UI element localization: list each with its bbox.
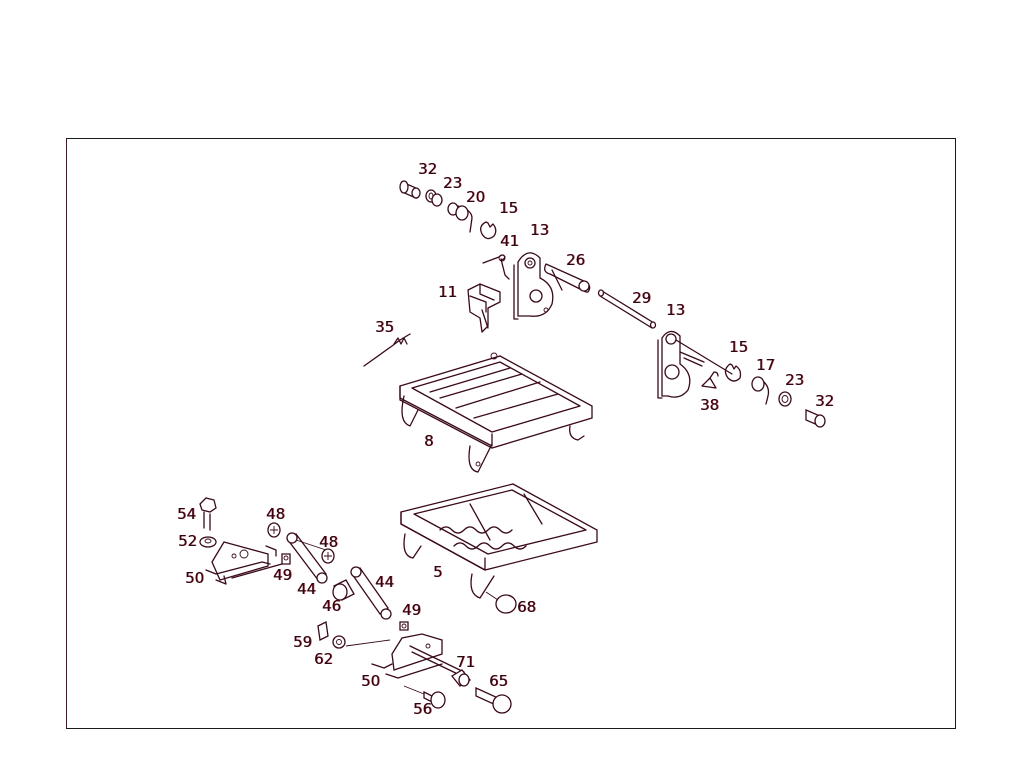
bolt-56 bbox=[403, 685, 446, 709]
lever-20 bbox=[447, 202, 473, 233]
upper-frame-8 bbox=[399, 352, 593, 473]
callout-29: 29 bbox=[632, 289, 652, 307]
bolt-54 bbox=[199, 497, 217, 531]
spring-35 bbox=[363, 333, 411, 367]
callout-32: 32 bbox=[418, 160, 438, 178]
circlip-15-left bbox=[480, 221, 497, 240]
callout-59: 59 bbox=[293, 633, 313, 651]
plate-13-left bbox=[513, 252, 554, 320]
callout-44: 44 bbox=[297, 580, 317, 598]
callout-48: 48 bbox=[266, 505, 286, 523]
callout-71: 71 bbox=[456, 653, 476, 671]
link-26 bbox=[544, 263, 591, 293]
clip-59 bbox=[317, 621, 329, 641]
callout-26: 26 bbox=[566, 251, 586, 269]
hinge-bracket-50-lower bbox=[371, 633, 467, 679]
washer-62 bbox=[332, 635, 391, 649]
bushing-48-a bbox=[267, 522, 281, 538]
callout-68: 68 bbox=[517, 598, 537, 616]
callout-23: 23 bbox=[785, 371, 805, 389]
callout-8: 8 bbox=[424, 432, 434, 450]
callout-15: 15 bbox=[499, 199, 519, 217]
callout-52: 52 bbox=[178, 532, 198, 550]
callout-35: 35 bbox=[375, 318, 395, 336]
clip-38 bbox=[701, 371, 719, 389]
pin-65 bbox=[475, 686, 512, 714]
lever-17 bbox=[751, 376, 770, 405]
callout-48: 48 bbox=[319, 533, 339, 551]
callout-38: 38 bbox=[700, 396, 720, 414]
callout-20: 20 bbox=[466, 188, 486, 206]
callout-44: 44 bbox=[375, 573, 395, 591]
callout-49: 49 bbox=[402, 601, 422, 619]
hinge-bracket-50-upper bbox=[205, 541, 283, 585]
callout-17: 17 bbox=[756, 356, 776, 374]
bushing-23-right bbox=[778, 391, 792, 407]
lower-frame-5 bbox=[400, 483, 598, 599]
spring-41 bbox=[482, 254, 510, 280]
bushing-48-b bbox=[321, 548, 335, 564]
rod-29 bbox=[597, 289, 657, 329]
callout-62: 62 bbox=[314, 650, 334, 668]
callout-50: 50 bbox=[361, 672, 381, 690]
sleeve-46 bbox=[332, 579, 355, 601]
washer-52 bbox=[199, 536, 217, 548]
callout-5: 5 bbox=[433, 563, 443, 581]
pivot-49-b bbox=[399, 621, 409, 631]
bracket-11 bbox=[467, 283, 501, 333]
callout-50: 50 bbox=[185, 569, 205, 587]
callout-13: 13 bbox=[530, 221, 550, 239]
callout-46: 46 bbox=[322, 597, 342, 615]
callout-32: 32 bbox=[815, 392, 835, 410]
arm-44-a bbox=[286, 532, 328, 584]
callout-23: 23 bbox=[443, 174, 463, 192]
bushing-23-left bbox=[425, 189, 443, 207]
cap-68 bbox=[485, 591, 517, 614]
circlip-15-right bbox=[724, 363, 742, 382]
callout-41: 41 bbox=[500, 232, 520, 250]
sleeve-71 bbox=[451, 669, 471, 687]
callout-13: 13 bbox=[666, 301, 686, 319]
callout-54: 54 bbox=[177, 505, 197, 523]
callout-49: 49 bbox=[273, 566, 293, 584]
callout-65: 65 bbox=[489, 672, 509, 690]
diagram-frame bbox=[66, 138, 956, 729]
callout-15: 15 bbox=[729, 338, 749, 356]
plate-13-right bbox=[657, 330, 733, 399]
arm-44-b bbox=[350, 566, 392, 620]
callout-11: 11 bbox=[438, 283, 458, 301]
pin-32-right bbox=[805, 409, 826, 428]
callout-56: 56 bbox=[413, 700, 433, 718]
pin-32-left bbox=[399, 180, 421, 199]
pivot-49-a bbox=[281, 553, 291, 565]
